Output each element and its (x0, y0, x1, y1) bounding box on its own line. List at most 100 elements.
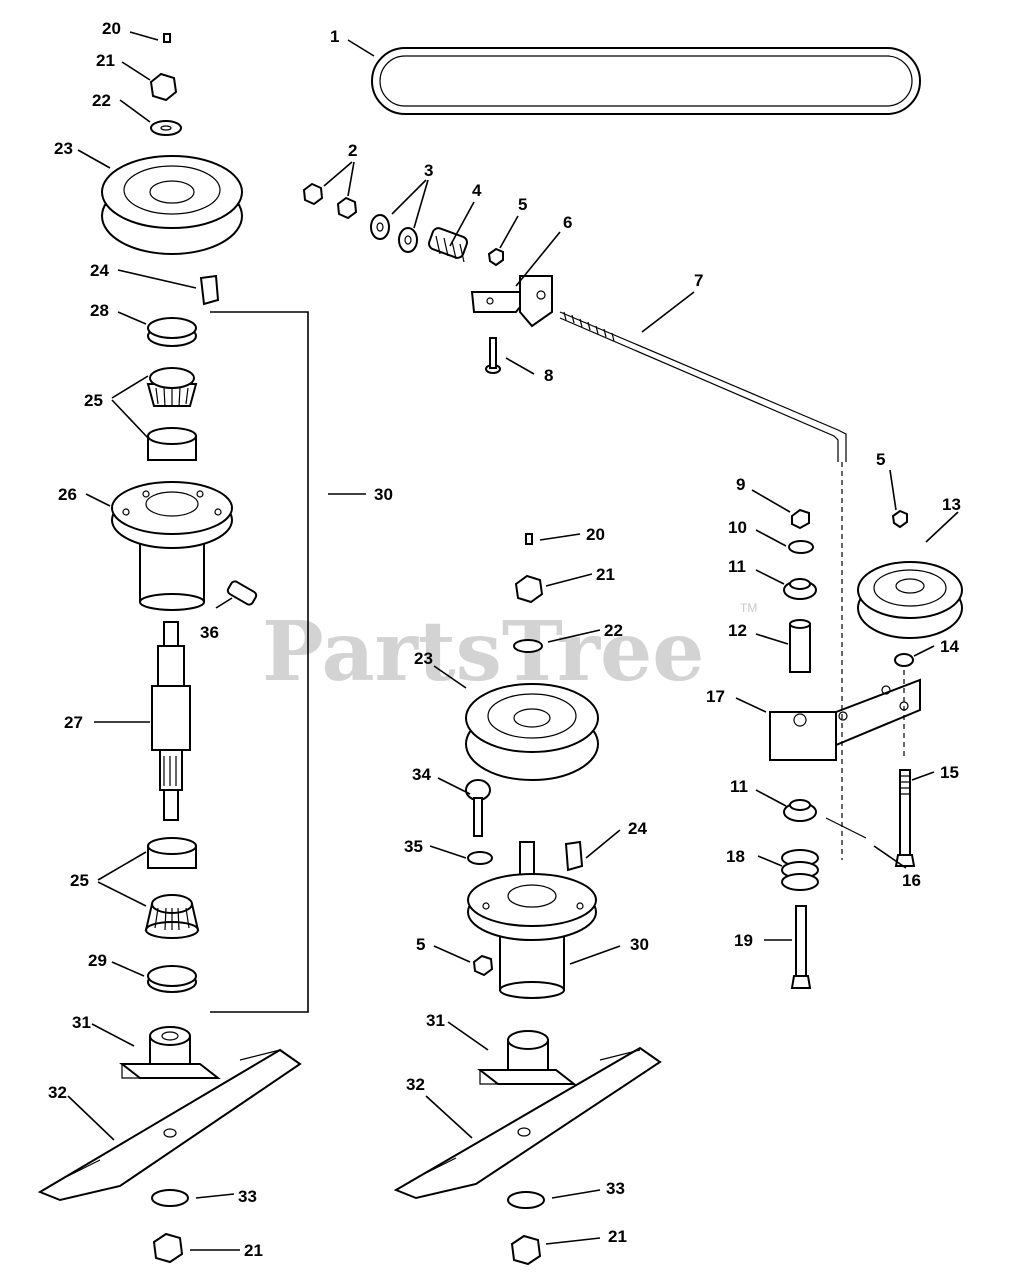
callout-left-20: 20 (102, 19, 121, 38)
callout-mid-21-bottom: 21 (608, 1227, 627, 1246)
hex-nut-mid (472, 954, 494, 977)
blade-adapter-left (119, 1026, 221, 1079)
callout-left-31: 31 (72, 1013, 91, 1032)
callout-mid-31: 31 (426, 1011, 445, 1030)
blade-nut-left (152, 1232, 184, 1264)
callout-left-28: 28 (90, 301, 109, 320)
compression-spring (781, 849, 819, 891)
lower-seal (147, 965, 197, 993)
trademark-symbol: TM (740, 601, 757, 615)
belt (371, 47, 921, 115)
callout-mid-24: 24 (628, 819, 647, 838)
callout-bushing-11-lower: 11 (730, 777, 748, 796)
woodruff-key-mid (564, 840, 584, 872)
callout-labels: 1 2 3 4 5 6 7 8 9 10 11 12 5 13 14 17 15… (48, 19, 961, 1260)
callout-belt: 1 (330, 27, 339, 46)
callout-mid-20: 20 (586, 525, 605, 544)
callout-idler-pulley: 13 (942, 495, 961, 514)
callout-left-29: 29 (88, 951, 107, 970)
callout-left-27: 27 (64, 713, 83, 732)
callout-nuts: 2 (348, 141, 357, 160)
callout-bushing-14: 14 (940, 637, 959, 656)
callout-idler-arm: 17 (706, 687, 725, 706)
upper-bearing-cup (147, 427, 197, 461)
callout-mid-5: 5 (416, 935, 425, 954)
blade-nut-mid (510, 1234, 542, 1266)
spindle-shaft (151, 621, 191, 821)
callout-nut-5-top: 5 (518, 195, 527, 214)
callout-mid-30: 30 (630, 935, 649, 954)
washer-mid (467, 851, 493, 865)
callout-bolt-19: 19 (734, 931, 753, 950)
callout-left-30: 30 (374, 485, 393, 504)
callout-nut-9: 9 (736, 475, 745, 494)
spindle-washer-mid (513, 639, 543, 653)
shoulder-bolt (894, 769, 916, 867)
callout-mid-22: 22 (604, 621, 623, 640)
blade-adapter-mid (477, 1030, 577, 1085)
callout-left-32: 32 (48, 1083, 67, 1102)
assembly-bracket-line (210, 311, 309, 1013)
callout-spring-18: 18 (726, 847, 745, 866)
callout-spring: 4 (472, 181, 482, 200)
callout-sleeve-12: 12 (728, 621, 747, 640)
grease-fitting (163, 33, 171, 43)
nut-pair (302, 182, 358, 220)
callout-pin-16: 16 (902, 871, 921, 890)
flat-washer (788, 540, 814, 554)
callout-mid-35: 35 (404, 837, 423, 856)
grease-fitting-mid (525, 533, 533, 545)
callout-left-21: 21 (96, 51, 115, 70)
mower-blade-left (37, 1048, 302, 1202)
upper-bearing-cone (146, 367, 198, 407)
callout-left-25-lower: 25 (70, 871, 89, 890)
leader-lines (67, 31, 959, 1251)
long-bolt (790, 905, 812, 989)
callout-washers: 3 (424, 161, 433, 180)
callout-rod: 7 (694, 271, 703, 290)
spacer-sleeve (789, 619, 811, 673)
tension-rod (559, 311, 847, 462)
mower-blade-mid (393, 1046, 662, 1200)
pulley-bushing (894, 653, 914, 667)
callout-left-33: 33 (238, 1187, 257, 1206)
callout-left-36: 36 (200, 623, 219, 642)
callout-left-21-bottom: 21 (244, 1241, 263, 1260)
callout-bolt-8: 8 (544, 366, 553, 385)
cotter-pin (825, 817, 867, 839)
lower-bearing-cup (147, 837, 197, 869)
woodruff-key (199, 274, 220, 306)
idler-arm (769, 678, 921, 761)
callout-left-24: 24 (90, 261, 109, 280)
carriage-bolt (485, 337, 501, 374)
callout-mid-23: 23 (414, 649, 433, 668)
spindle-washer (150, 120, 182, 136)
callout-mid-21: 21 (596, 565, 615, 584)
carriage-bolt-mid (465, 779, 491, 837)
spindle-assembly-mid (467, 841, 597, 999)
callout-left-25-upper: 25 (84, 391, 103, 410)
hex-nut (487, 247, 504, 267)
washer-pair (370, 214, 418, 253)
pulley-nut (891, 509, 908, 529)
idler-pulley (857, 561, 963, 639)
spindle-nut (149, 72, 178, 102)
callout-bushing-11: 11 (728, 557, 746, 576)
callout-mid-33: 33 (606, 1179, 625, 1198)
flange-bushing-lower (783, 799, 817, 822)
upper-seal (147, 317, 197, 347)
spindle-pulley-mid (465, 683, 599, 781)
tension-spring (428, 227, 468, 263)
lower-bearing-cone (144, 894, 200, 939)
spindle-nut-mid (514, 574, 544, 604)
callout-bolt-15: 15 (940, 763, 959, 782)
side-grease-fitting (226, 580, 258, 606)
callout-bracket: 6 (563, 213, 572, 232)
callout-left-23: 23 (54, 139, 73, 158)
idler-bracket (470, 275, 553, 328)
spindle-housing (111, 481, 233, 611)
callout-nut-5-right: 5 (876, 450, 885, 469)
callout-washer-10: 10 (728, 518, 747, 537)
lock-nut (791, 508, 810, 530)
